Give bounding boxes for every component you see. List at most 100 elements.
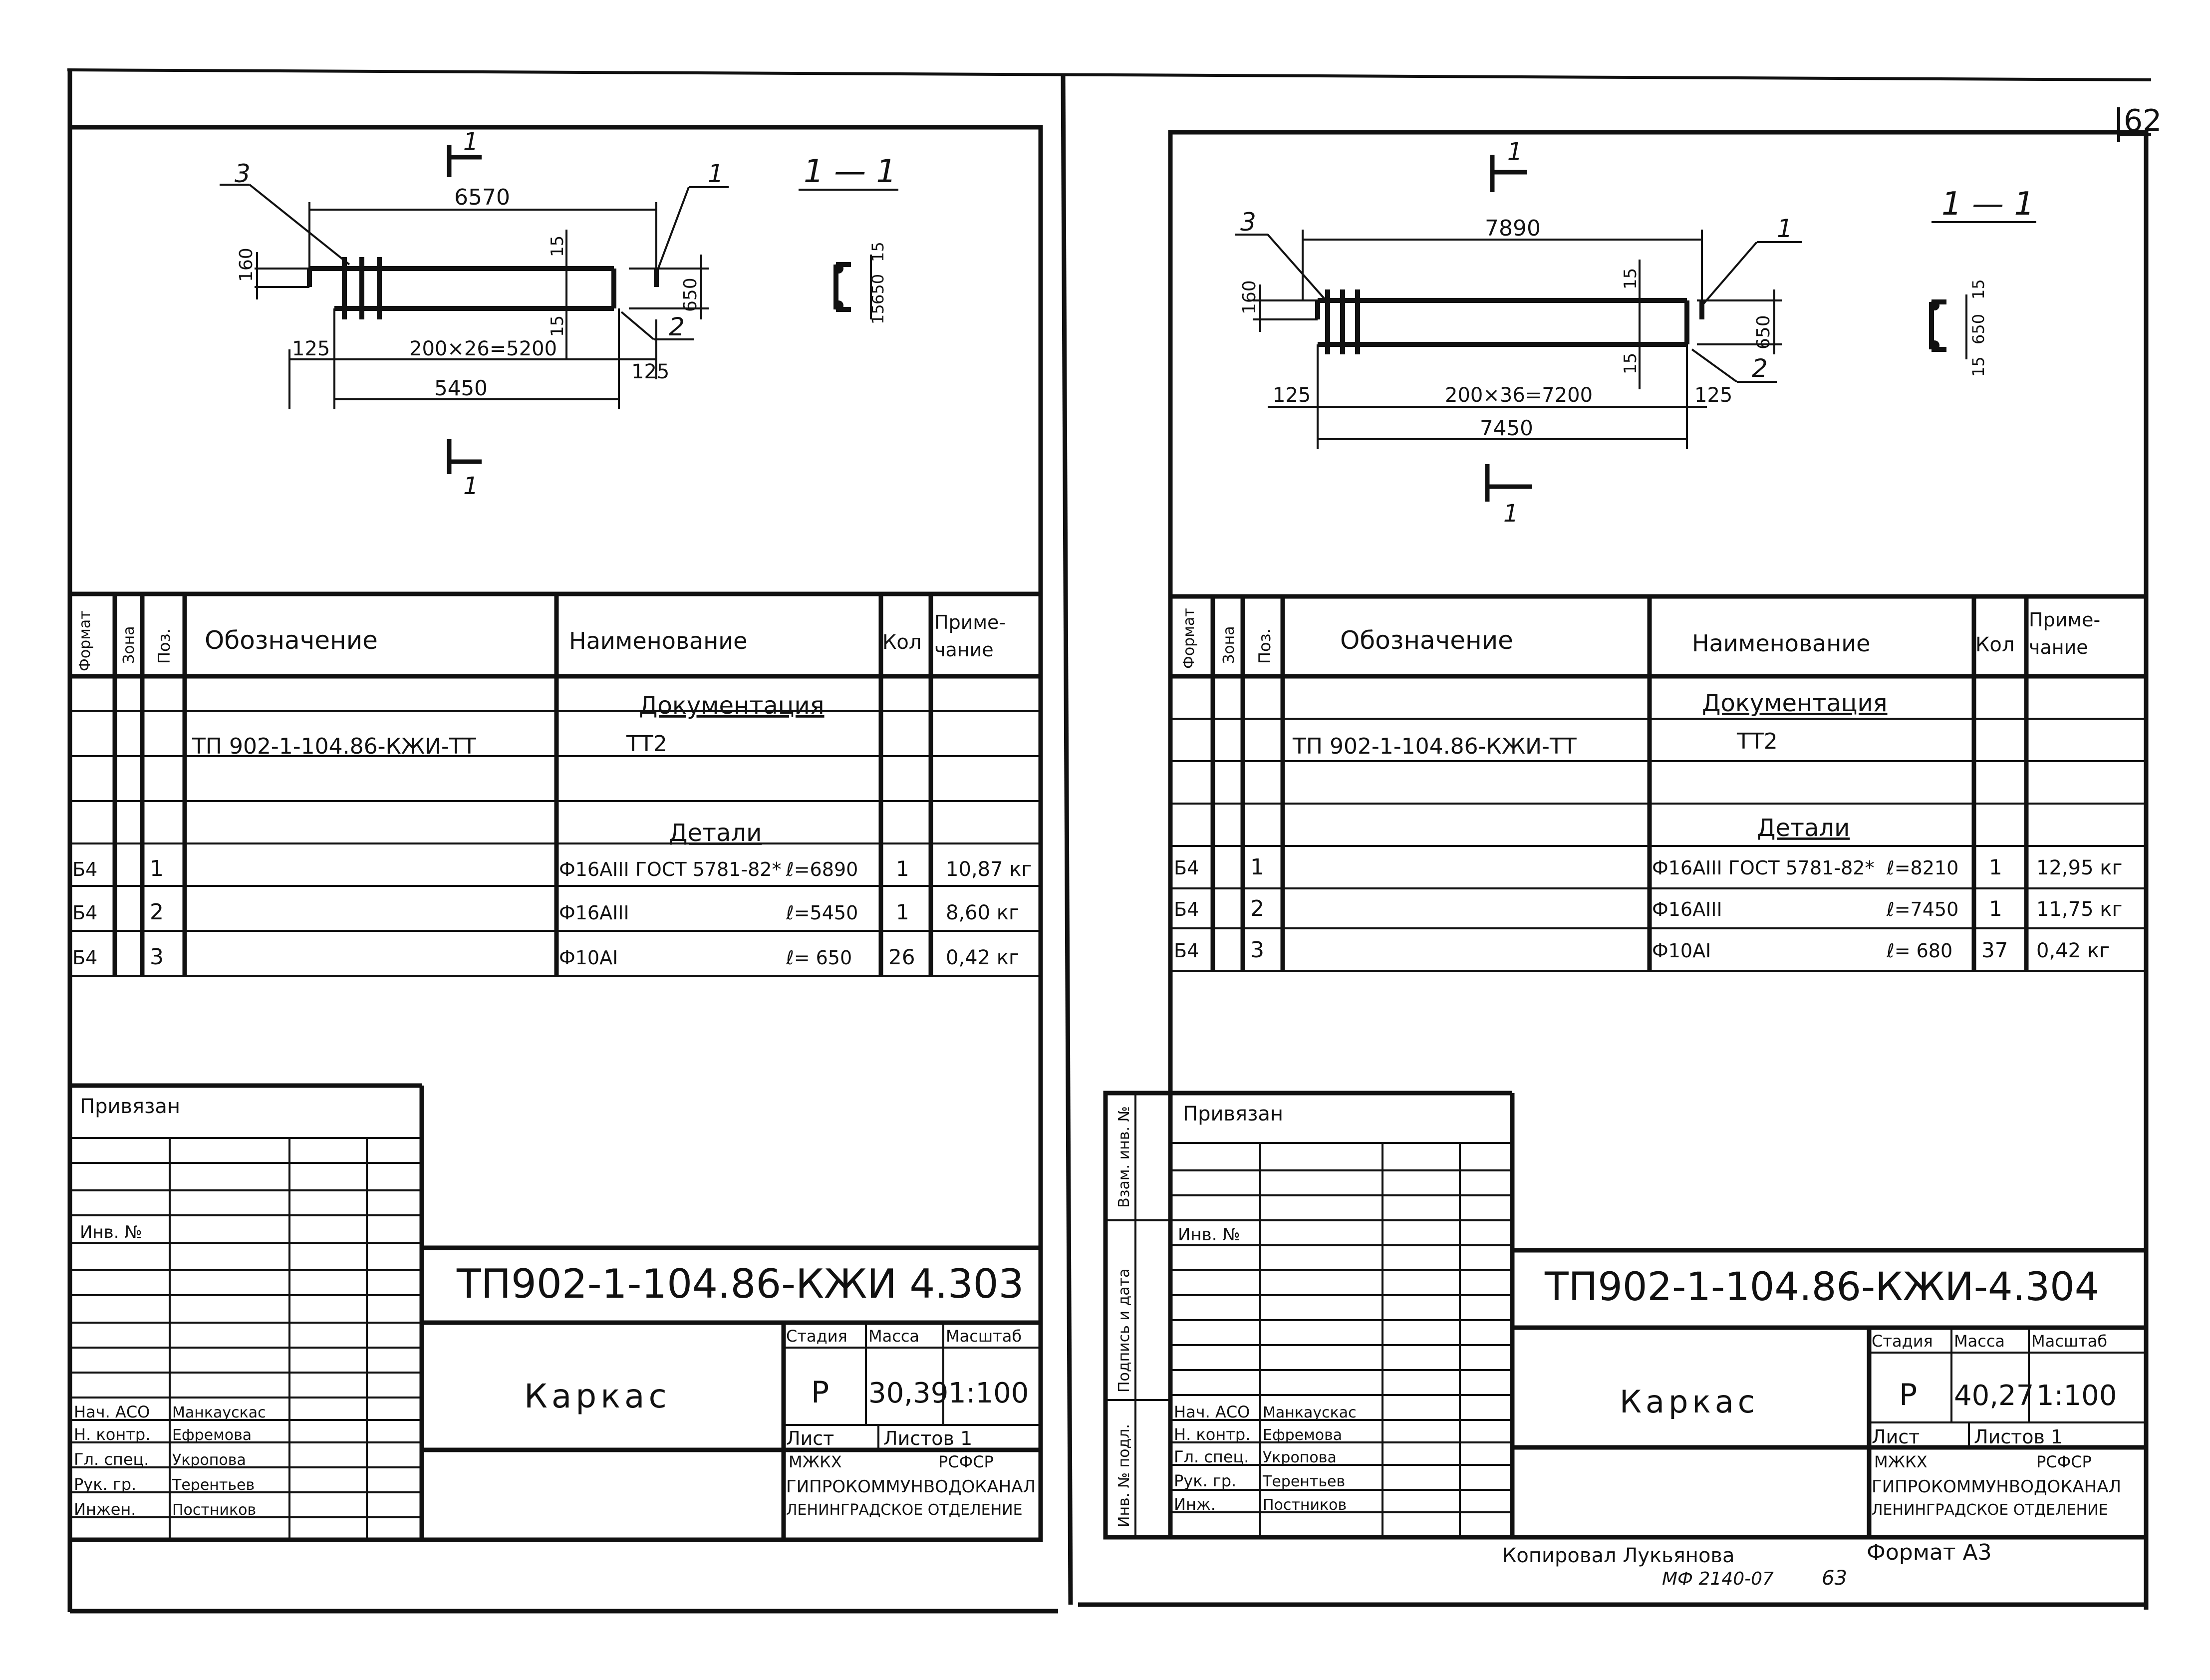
svg-text:РСФСР: РСФСР [938,1452,994,1471]
svg-text:ℓ= 650: ℓ= 650 [786,947,852,969]
svg-text:1: 1 [1250,854,1264,880]
stage-value: Р [811,1375,829,1410]
col-qty: Кол [1975,633,2014,656]
callout-3: 3 [1240,208,1256,237]
col-designation: Обозначение [205,626,378,655]
inv-no-label: Инв. № [1178,1225,1240,1245]
svg-text:ℓ=7450: ℓ=7450 [1886,898,1958,920]
inv-no-label: Инв. № [80,1222,142,1242]
col-note-1: Приме- [934,611,1006,633]
format-label: Формат А3 [1867,1540,1992,1565]
footer: Копировал Лукьянова МФ 2140-07 63 Формат… [1502,1540,1992,1590]
svg-text:Гл. спец.: Гл. спец. [1174,1447,1249,1466]
svg-text:ЛЕНИНГРАДСКОЕ ОТДЕЛЕНИЕ: ЛЕНИНГРАДСКОЕ ОТДЕЛЕНИЕ [1872,1501,2108,1519]
svg-text:Лист: Лист [786,1427,834,1449]
svg-text:Листов 1: Листов 1 [1974,1426,2063,1448]
svg-text:Укропова: Укропова [1263,1449,1337,1466]
sec-dim-top: 15 [1969,279,1988,299]
sec-dim-mid: 650 [868,274,887,304]
order-number: 63 [1822,1567,1847,1590]
table-row: Б4 1 Ф16АIII ГОСТ 5781-82* ℓ=6890 1 10,8… [72,856,1032,881]
drawing-code: ТП902-1-104.86-КЖИ-4.304 [1544,1265,2099,1310]
section-mark-bottom: 1 [463,472,479,500]
title-block-right: Привязан Инв. № ТП902-1-104.86-КЖИ-4.304… [1170,1091,2146,1537]
svg-text:Лист: Лист [1872,1426,1920,1448]
svg-text:1: 1 [896,856,909,881]
svg-text:Ефремова: Ефремова [1263,1426,1342,1444]
svg-text:Б4: Б4 [72,947,97,969]
svg-text:Взам. инв. №: Взам. инв. № [1115,1106,1133,1208]
svg-text:1: 1 [1989,896,2002,921]
mass-value: 30,39 [868,1377,948,1409]
dim-total-length: 7890 [1485,216,1541,241]
table-row: Б4 3 Ф10АI ℓ= 680 37 0,42 кг [1174,937,2110,963]
left-sheet: 1 1 6570 160 15 [67,125,1043,1542]
svg-text:Ф16АIII: Ф16АIII [559,902,629,924]
svg-text:Листов 1: Листов 1 [883,1427,972,1449]
dim-total-length: 6570 [454,185,510,210]
svg-text:Масса: Масса [868,1327,919,1346]
svg-text:Укропова: Укропова [172,1451,246,1469]
dim-gap-top: 15 [548,236,567,257]
svg-text:Инв. № подл.: Инв. № подл. [1115,1424,1133,1527]
section-title: 1 — 1 [1941,186,2034,223]
col-qty: Кол [882,631,921,654]
svg-text:Ф16АIII ГОСТ 5781-82*: Ф16АIII ГОСТ 5781-82* [1652,857,1874,879]
dim-edge-left: 125 [292,337,330,360]
svg-text:Ефремова: Ефремова [172,1426,252,1444]
svg-text:1: 1 [896,900,909,924]
cage-drawing-left: 1 1 6570 160 15 [220,128,898,500]
svg-text:МЖКХ: МЖКХ [789,1452,842,1471]
dim-edge-left: 125 [1273,384,1311,407]
svg-text:МЖКХ: МЖКХ [1874,1452,1928,1471]
svg-text:Рук. гр.: Рук. гр. [1174,1471,1236,1490]
dim-spacing: 200×26=5200 [409,337,557,360]
privyazan-label: Привязан [80,1095,180,1118]
drawing-title: Каркас [1620,1384,1759,1420]
svg-text:1: 1 [150,856,164,881]
svg-text:Терентьев: Терентьев [172,1476,255,1494]
svg-text:Нач. АСО: Нач. АСО [74,1402,150,1421]
col-format: Формат [76,610,94,671]
svg-text:26: 26 [888,945,915,969]
drawing-title: Каркас [524,1377,671,1415]
svg-text:Постников: Постников [172,1501,256,1519]
dim-height-left: 160 [236,248,257,282]
svg-text:Стадия: Стадия [1872,1332,1933,1351]
mass-value: 40,27 [1954,1380,2034,1412]
svg-text:Манкаускас: Манкаускас [1263,1404,1357,1421]
svg-text:Ф16АIII: Ф16АIII [1652,898,1722,920]
section-mark-top: 1 [463,128,479,156]
dim-spacing: 200×36=7200 [1445,384,1593,407]
svg-text:Подпись и дата: Подпись и дата [1115,1269,1133,1393]
section-details: Детали [1757,814,1850,842]
svg-text:ГИПРОКОММУНВОДОКАНАЛ: ГИПРОКОММУНВОДОКАНАЛ [1872,1477,2121,1497]
svg-text:ℓ= 680: ℓ= 680 [1886,940,1952,962]
col-name: Наименование [569,627,747,654]
callout-1: 1 [1777,214,1793,243]
col-pos: Поз. [1255,628,1274,664]
dim-bottom-length: 5450 [434,376,488,400]
doc-designation: ТП 902-1-104.86-КЖИ-ТТ [1292,734,1577,759]
svg-text:10,87 кг: 10,87 кг [946,858,1032,881]
svg-text:РСФСР: РСФСР [2036,1452,2092,1471]
svg-text:3: 3 [1250,937,1264,963]
svg-text:1: 1 [1989,855,2002,879]
svg-text:37: 37 [1981,938,2008,962]
svg-text:8,60 кг: 8,60 кг [946,901,1019,924]
doc-name: ТТ2 [626,731,667,757]
svg-text:Гл. спец.: Гл. спец. [74,1450,149,1469]
cage-drawing-right: 1 1 7890 160 15 15 6 [1235,138,2036,528]
col-note-2: чание [2029,636,2088,658]
sec-dim-bottom: 15 [868,304,887,324]
doc-name: ТТ2 [1736,729,1778,754]
svg-text:Б4: Б4 [72,858,97,880]
table-row: Б4 1 Ф16АIII ГОСТ 5781-82* ℓ=8210 1 12,9… [1174,854,2122,880]
dim-gap-bottom: 15 [548,315,567,337]
svg-text:3: 3 [150,944,164,970]
svg-text:0,42 кг: 0,42 кг [2036,939,2110,962]
svg-text:2: 2 [1250,896,1264,921]
stage-value: Р [1899,1378,1917,1412]
col-format: Формат [1180,608,1198,669]
